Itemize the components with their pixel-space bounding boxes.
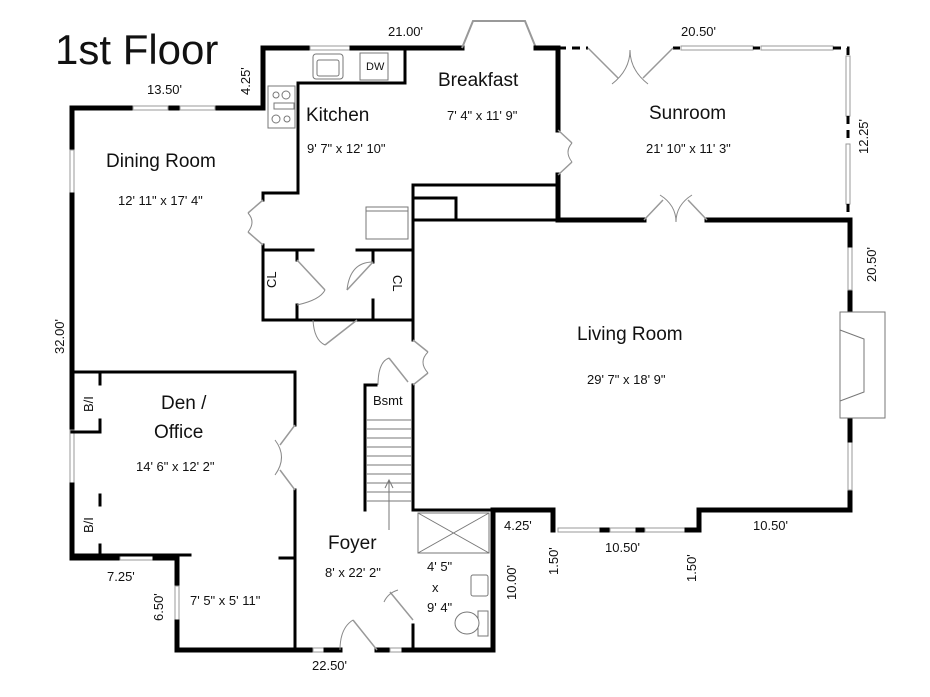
room-dims-den: 14' 6" x 12' 2"	[136, 459, 215, 474]
stairs-icon	[366, 419, 412, 530]
room-name-den-2: Office	[154, 422, 203, 443]
shower-icon	[417, 512, 490, 554]
measurements: 21.00' 20.50' 13.50' 4.25' 12.25' 20.50'…	[52, 24, 879, 673]
room-labels: Kitchen 9' 7" x 12' 10" Breakfast 7' 4" …	[81, 70, 731, 615]
basement-label: Bsmt	[373, 393, 403, 408]
interior-walls	[70, 46, 560, 652]
svg-text:DW: DW	[366, 61, 385, 73]
room-dims-kitchen: 9' 7" x 12' 10"	[307, 141, 386, 156]
room-dims-sunroom: 21' 10" x 11' 3"	[646, 141, 731, 156]
closet-label-1: CL	[264, 271, 279, 288]
meas-top-sunroom: 20.50'	[681, 24, 716, 39]
bath-sink-icon	[470, 574, 489, 597]
fixtures: DW	[267, 52, 886, 637]
room-dims-living: 29' 7" x 18' 9"	[587, 372, 666, 387]
room-name-foyer: Foyer	[328, 533, 377, 554]
meas-den-bottom: 7.25'	[107, 569, 135, 584]
room-name-den-1: Den /	[161, 393, 207, 414]
room-dims-bath-3: 9' 4"	[427, 600, 453, 615]
fireplace-icon	[839, 311, 886, 419]
meas-bump-left: 4.25'	[504, 518, 532, 533]
room-name-dining: Dining Room	[106, 151, 216, 172]
room-dims-dining: 12' 11" x 17' 4"	[118, 193, 203, 208]
meas-living-bottom-right: 10.50'	[753, 518, 788, 533]
meas-top-kitchen: 21.00'	[388, 24, 423, 39]
room-dims-bath-2: x	[432, 580, 439, 595]
meas-living-right: 20.50'	[864, 247, 879, 282]
meas-bump-depth-right: 1.50'	[684, 554, 699, 582]
dishwasher-icon: DW	[359, 52, 389, 81]
room-dims-den-nook: 7' 5" x 5' 11"	[190, 593, 261, 608]
laundry-sink-icon	[365, 206, 409, 240]
sink-icon	[312, 53, 344, 80]
floor-title: 1st Floor	[55, 26, 218, 73]
meas-sunroom-right: 12.25'	[856, 119, 871, 154]
room-name-kitchen: Kitchen	[306, 105, 369, 126]
meas-nook-left: 6.50'	[151, 593, 166, 621]
toilet-icon	[454, 610, 489, 637]
room-name-sunroom: Sunroom	[649, 103, 726, 124]
room-dims-bath-1: 4' 5"	[427, 559, 453, 574]
meas-bump-depth-left: 1.50'	[546, 547, 561, 575]
meas-kitchen-step: 4.25'	[238, 67, 253, 95]
closet-label-2: CL	[390, 275, 405, 292]
meas-bump-width: 10.50'	[605, 540, 640, 555]
builtin-label-2: B/I	[81, 517, 96, 533]
meas-dining-top: 13.50'	[147, 82, 182, 97]
room-dims-foyer: 8' x 22' 2"	[325, 565, 381, 580]
builtin-label-1: B/I	[81, 396, 96, 412]
meas-bath-right: 10.00'	[504, 565, 519, 600]
meas-left-side: 32.00'	[52, 319, 67, 354]
doors	[247, 47, 708, 651]
meas-bottom-foyer: 22.50'	[312, 658, 347, 673]
room-name-breakfast: Breakfast	[438, 70, 519, 91]
room-dims-breakfast: 7' 4" x 11' 9"	[447, 108, 518, 123]
room-name-living: Living Room	[577, 324, 683, 345]
stove-icon	[267, 85, 296, 129]
